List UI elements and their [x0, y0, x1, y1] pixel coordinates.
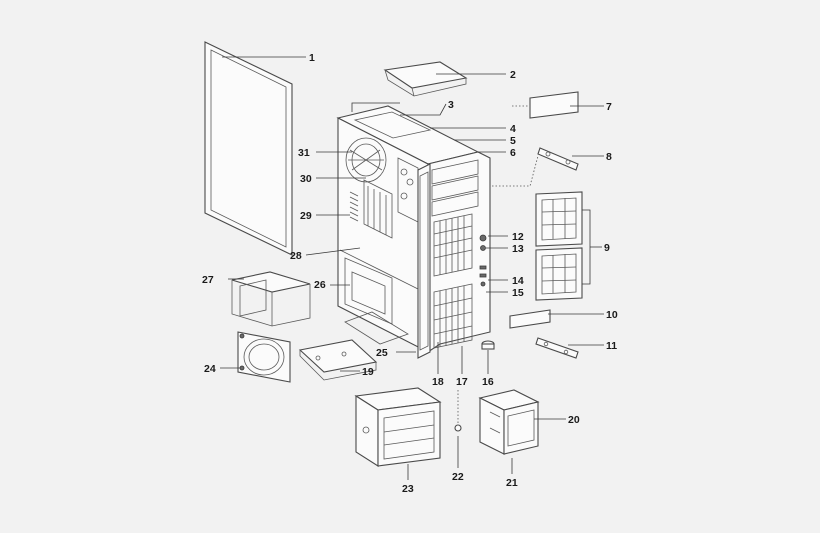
- callout-28: 28: [290, 250, 302, 262]
- callout-16: 16: [482, 376, 494, 388]
- part-chassis: [336, 105, 491, 359]
- callout-labels: 1 2 3 4 5 6 7 8 9 10 11 12 13 14 15 16 1…: [202, 52, 618, 495]
- callout-6: 6: [510, 147, 516, 159]
- callout-4: 4: [510, 123, 516, 135]
- callout-5: 5: [510, 135, 516, 147]
- callout-9: 9: [604, 242, 610, 254]
- part-frame: [231, 271, 311, 327]
- callout-7: 7: [606, 101, 612, 113]
- callout-11: 11: [606, 340, 617, 352]
- part-bay-cover: [512, 91, 579, 119]
- part-drive-tray: [298, 339, 378, 381]
- callout-12: 12: [512, 231, 524, 243]
- callout-30: 30: [300, 173, 312, 185]
- callout-24: 24: [204, 363, 216, 375]
- part-dust-filters: [535, 191, 583, 301]
- callout-3: 3: [448, 99, 454, 111]
- part-slot-cover: [509, 309, 551, 329]
- callout-25: 25: [376, 347, 388, 359]
- part-foot: [481, 340, 495, 350]
- leader-lines: [220, 56, 604, 480]
- callout-21: 21: [506, 477, 518, 489]
- callout-1: 1: [309, 52, 315, 64]
- part-bracket-lower: [535, 337, 579, 359]
- part-fan: [237, 331, 291, 383]
- part-plate: [344, 311, 409, 345]
- callout-20: 20: [568, 414, 580, 426]
- part-bracket-upper: [492, 147, 579, 187]
- mesh-upper: [433, 216, 473, 275]
- part-drive-cage-left: [354, 387, 442, 468]
- callout-19: 19: [362, 366, 374, 378]
- callout-23: 23: [402, 483, 414, 495]
- callout-8: 8: [606, 151, 612, 163]
- callout-22: 22: [452, 471, 464, 483]
- part-top-cover: [383, 61, 468, 97]
- callout-10: 10: [606, 309, 618, 321]
- part-drive-cage-right: [478, 389, 540, 455]
- callout-18: 18: [432, 376, 444, 388]
- callout-31: 31: [298, 147, 310, 159]
- vent-slots: [349, 191, 359, 222]
- expansion-slots: [363, 179, 393, 239]
- callout-2: 2: [510, 69, 516, 81]
- callout-15: 15: [512, 287, 524, 299]
- callout-29: 29: [300, 210, 312, 222]
- mesh-lower: [433, 286, 473, 347]
- callout-27: 27: [202, 274, 214, 286]
- callout-13: 13: [512, 243, 524, 255]
- part-screw: [454, 390, 462, 432]
- part-side-panel: [204, 41, 293, 256]
- callout-26: 26: [314, 279, 326, 291]
- callout-17: 17: [456, 376, 468, 388]
- callout-14: 14: [512, 275, 524, 287]
